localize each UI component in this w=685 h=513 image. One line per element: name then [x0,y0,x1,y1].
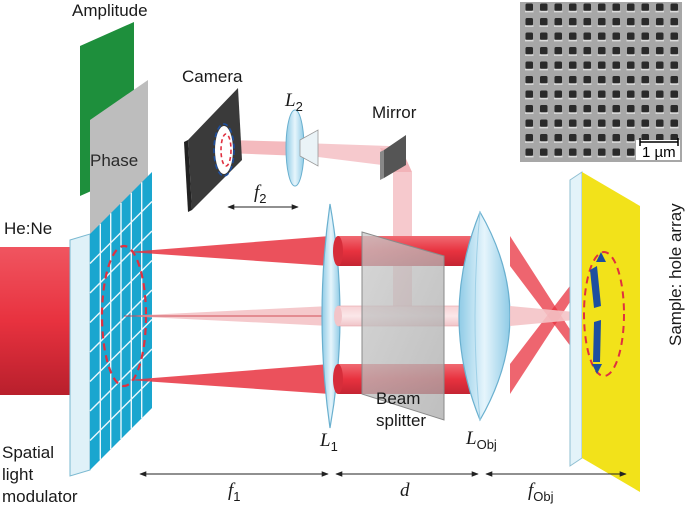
lens-l2 [285,109,319,187]
lens-l1-label: L1 [319,430,338,454]
camera [184,88,242,212]
mirror [384,135,406,178]
beam-splitter-label-line1: Beam [376,389,420,408]
mirror-label: Mirror [372,103,417,122]
laser [0,247,80,395]
sample-label: Sample: hole array [666,203,685,346]
scale-bar-label: 1 µm [642,144,676,161]
f2-label: f2 [254,182,267,206]
slm-label-line2: light [2,465,33,484]
d-label: d [400,480,410,501]
sample [569,171,640,492]
lens-objective [458,210,511,422]
phase-label: Phase [90,151,138,170]
spatial-light-modulator [69,172,153,477]
slm-label-line1: Spatial [2,443,54,462]
beam-splitter [361,231,445,421]
fobj-label: fObj [528,480,554,504]
lens-l2-label: L2 [284,90,303,114]
beam-splitter-label-line2: splitter [376,411,426,430]
f1-label: f1 [228,480,241,504]
camera-label: Camera [182,67,243,86]
sem-inset [520,2,682,162]
amplitude-label: Amplitude [72,1,148,20]
arrow-up-icon [590,266,601,308]
slm-label-line3: modulator [2,487,78,506]
laser-label: He:Ne [4,219,52,238]
arrow-down-icon [593,320,601,362]
beams-slm-to-l1 [124,236,330,394]
lens-objective-label: LObj [465,428,497,452]
